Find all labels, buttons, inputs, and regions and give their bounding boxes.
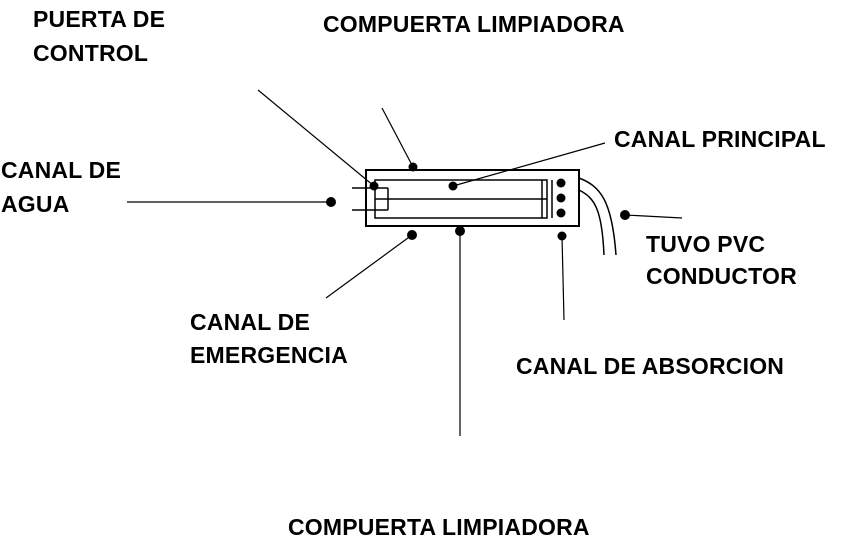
- marker-compuerta-bottom: [455, 226, 465, 236]
- leader-canal-absorcion: [561, 235, 565, 321]
- label-compuerta-limpiadora-top: COMPUERTA LIMPIADORA: [323, 11, 625, 37]
- marker-absorption-3: [556, 208, 566, 218]
- marker-compuerta-top: [408, 162, 418, 172]
- leader-canal-emergencia: [325, 234, 413, 299]
- marker-tuvo-pvc: [620, 210, 630, 220]
- pvc-tube-outer: [578, 177, 617, 256]
- device-housing: [365, 169, 580, 227]
- marker-absorption-1: [556, 178, 566, 188]
- label-tuvo-pvc-line1: TUVO PVC: [646, 231, 766, 257]
- leader-canal-principal: [452, 142, 606, 187]
- label-tuvo-pvc-line2: CONDUCTOR: [646, 263, 797, 289]
- label-canal-agua-line1: CANAL DE: [1, 157, 122, 183]
- marker-canal-agua: [326, 197, 336, 207]
- leader-compuerta-top: [381, 107, 414, 168]
- label-canal-emergencia-line2: EMERGENCIA: [190, 342, 348, 368]
- marker-absorption-2: [556, 193, 566, 203]
- label-canal-absorcion: CANAL DE ABSORCION: [516, 353, 785, 379]
- label-canal-principal: CANAL PRINCIPAL: [614, 126, 826, 152]
- label-puerta-control-line2: CONTROL: [33, 40, 149, 66]
- label-puerta-control-line1: PUERTA DE: [33, 6, 166, 32]
- leader-tuvo-pvc: [624, 214, 683, 219]
- label-canal-emergencia-line1: CANAL DE: [190, 309, 311, 335]
- label-canal-agua-line2: AGUA: [1, 191, 70, 217]
- label-compuerta-limpiadora-bottom: COMPUERTA LIMPIADORA: [288, 514, 590, 540]
- pvc-tube-inner: [578, 189, 605, 256]
- marker-canal-absorcion: [557, 231, 567, 241]
- marker-canal-emergencia: [407, 230, 417, 240]
- marker-canal-principal: [448, 181, 458, 191]
- leader-puerta-control: [257, 89, 375, 187]
- marker-puerta-control: [369, 181, 379, 191]
